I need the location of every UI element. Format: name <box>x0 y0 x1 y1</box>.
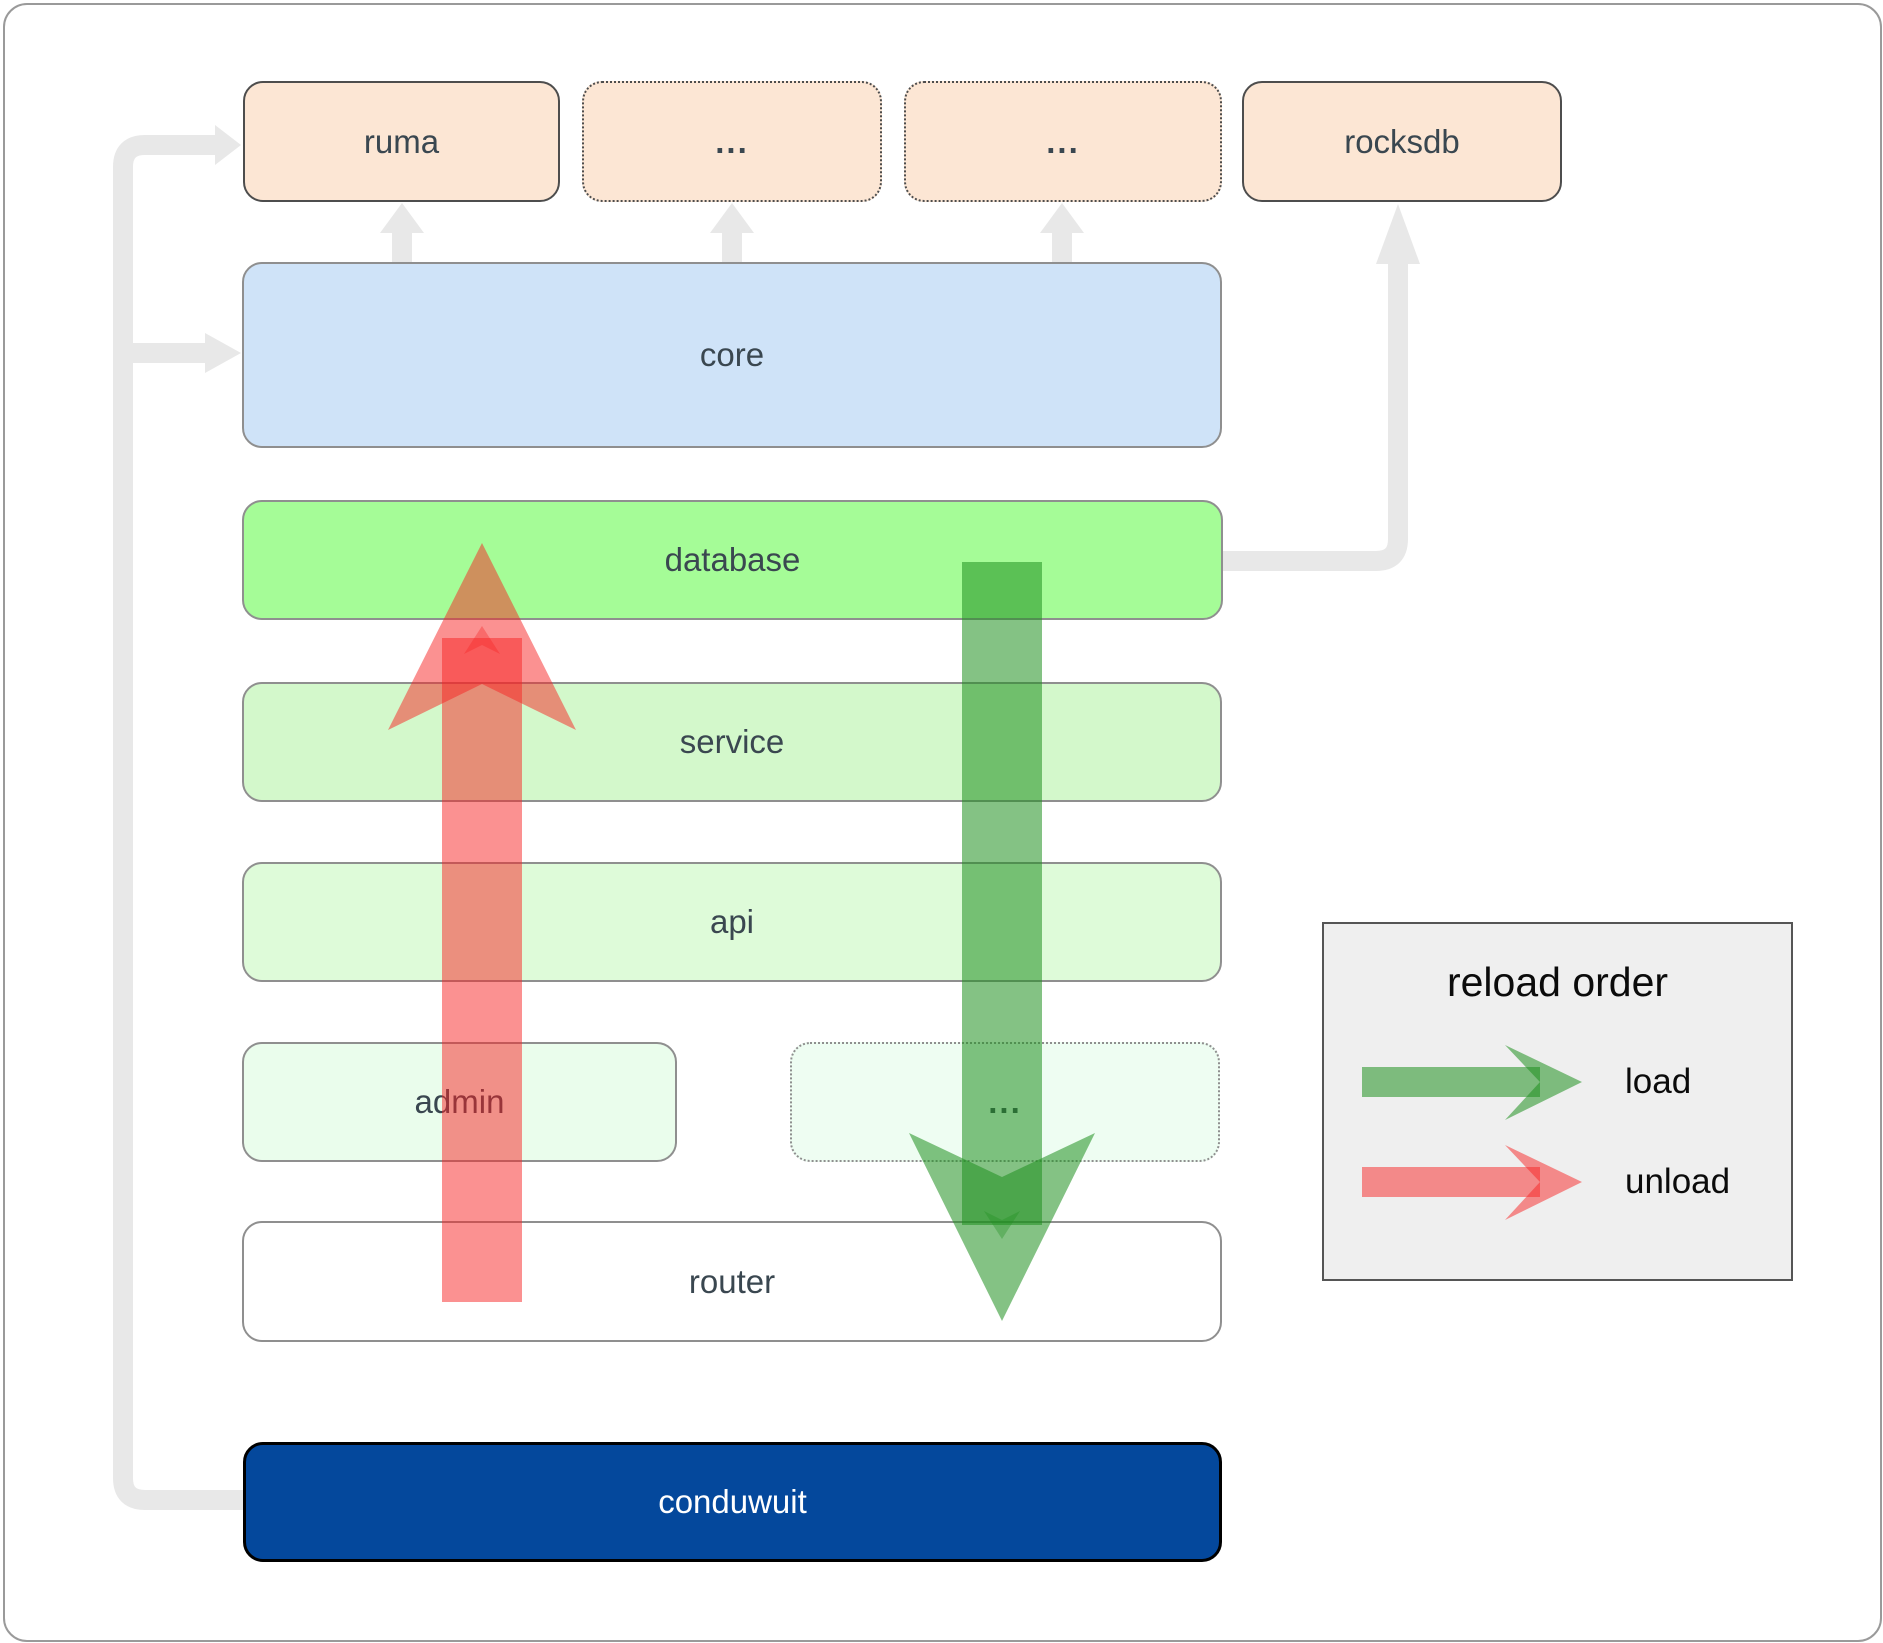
legend-title: reload order <box>1446 958 1669 1005</box>
node-rocksdb-label: rocksdb <box>1344 122 1460 160</box>
node-router-label: router <box>688 1262 776 1300</box>
node-dependency-more-1-label: ... <box>715 122 749 160</box>
legend-unload-label: unload <box>1625 1162 1731 1201</box>
node-admin: admin <box>242 1042 677 1162</box>
node-rocksdb: rocksdb <box>1242 81 1562 202</box>
node-router: router <box>242 1221 1222 1342</box>
node-database: database <box>242 500 1223 620</box>
node-service-more-label: ... <box>988 1083 1022 1120</box>
node-core-label: core <box>699 336 765 373</box>
node-database-label: database <box>664 541 801 578</box>
node-service: service <box>242 682 1222 802</box>
node-service-more: ... <box>790 1042 1220 1162</box>
node-dependency-more-1: ... <box>582 81 882 202</box>
node-dependency-more-2: ... <box>904 81 1222 202</box>
node-conduwuit: conduwuit <box>243 1442 1222 1562</box>
node-service-label: service <box>679 723 785 760</box>
node-ruma-label: ruma <box>363 122 440 160</box>
node-api: api <box>242 862 1222 982</box>
legend-load-label: load <box>1625 1062 1692 1101</box>
node-conduwuit-label: conduwuit <box>658 1483 807 1520</box>
node-core: core <box>242 262 1222 448</box>
node-dependency-more-2-label: ... <box>1046 122 1080 160</box>
node-api-label: api <box>709 903 755 940</box>
node-admin-label: admin <box>414 1083 505 1120</box>
node-ruma: ruma <box>243 81 560 202</box>
